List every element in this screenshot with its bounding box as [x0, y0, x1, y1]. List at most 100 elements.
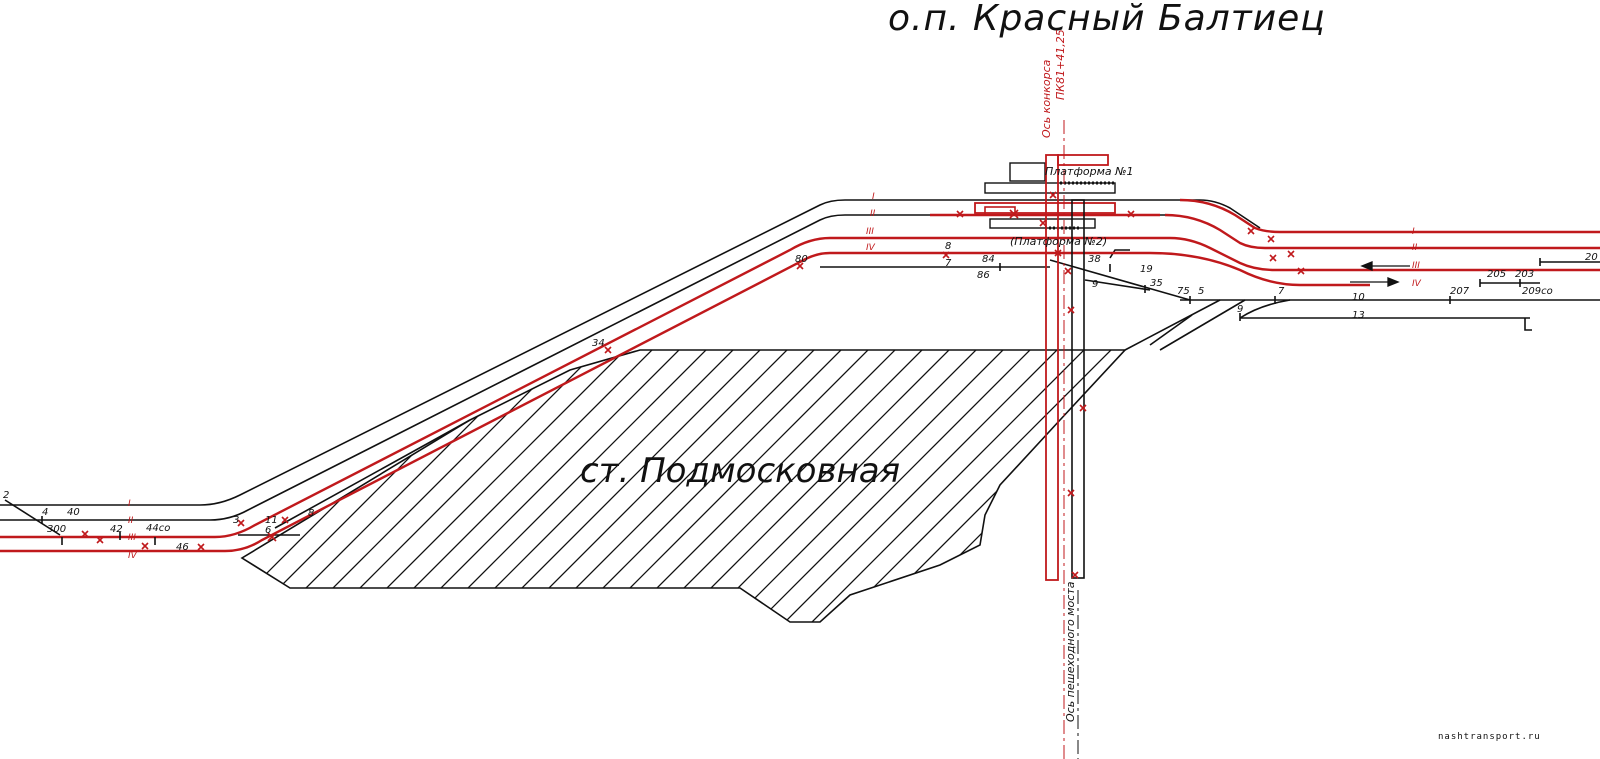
- arrow-right-head: [1387, 277, 1400, 287]
- hatch-line: [874, 350, 1125, 622]
- switch-42: 42: [110, 524, 123, 535]
- switch-34: 34: [592, 338, 605, 349]
- marker: [197, 543, 205, 551]
- switch-9a: 9: [1092, 279, 1098, 290]
- marker: [956, 210, 964, 218]
- marker: [1067, 489, 1075, 497]
- track-I-black: [0, 199, 1261, 506]
- switch-4: 4: [42, 507, 48, 518]
- platform-2-label: (Платформа №2): [1010, 235, 1107, 248]
- switch-207: 207: [1450, 286, 1470, 297]
- mid-track-III: III: [866, 227, 874, 237]
- track-IV-red: [0, 251, 1050, 553]
- marker: [267, 532, 277, 542]
- bridge-black-column: [1071, 199, 1085, 579]
- track-left-cross: [4, 499, 61, 536]
- marker: [1287, 250, 1295, 258]
- platform-1-inner: [1009, 162, 1046, 182]
- marker: [1049, 191, 1057, 199]
- right-track-numbers: I II III IV: [1412, 227, 1422, 289]
- switch-11: 11: [265, 515, 278, 526]
- track-left-spur-2: [274, 419, 471, 529]
- marker: [1071, 571, 1079, 579]
- marker: [604, 346, 612, 354]
- side-track-numbers: 8 7 10 13: [945, 241, 1365, 321]
- switch-6: 6: [265, 525, 271, 536]
- marker: [281, 516, 289, 524]
- marker: [1269, 254, 1277, 262]
- hatch-line: [982, 350, 1125, 622]
- switch-2: 2: [3, 490, 9, 501]
- switch-3: 3: [233, 515, 239, 526]
- marker: [1054, 249, 1062, 257]
- hatch-line: [1253, 340, 1553, 640]
- hatch-line: [955, 350, 1125, 622]
- hatch-line: [739, 350, 1041, 622]
- hatch-line: [280, 350, 582, 622]
- track-10-label: 10: [1352, 292, 1365, 303]
- hatch-line: [712, 350, 1014, 622]
- switch-9b: 9: [1237, 304, 1243, 315]
- track-IV-red-right: [1050, 251, 1370, 287]
- platform-2-box: [989, 218, 1096, 229]
- switch-labels: 2 4 40 300 42 44со 46 3 11 6 8 34 80 84 …: [3, 252, 1598, 553]
- track-III-red: [0, 236, 1370, 539]
- station-title: ст. Подмосковная: [580, 451, 900, 491]
- direction-arrows: [1350, 261, 1410, 287]
- hatch-line: [1280, 340, 1580, 640]
- switch-8: 8: [308, 508, 314, 519]
- concourse-red-head: [1057, 154, 1109, 166]
- hatch-line: [242, 350, 501, 622]
- hatch-line: [1199, 340, 1499, 640]
- track-13-label: 13: [1352, 310, 1365, 321]
- platform-1-label: Платформа №1: [1045, 165, 1134, 178]
- left-track-I: I: [128, 499, 131, 509]
- left-track-II: II: [128, 516, 134, 526]
- left-track-III: III: [128, 533, 136, 543]
- hatch-line: [1172, 340, 1472, 640]
- track-right-fan-2: [1159, 299, 1246, 351]
- mid-track-numbers: I II III IV: [866, 192, 876, 253]
- left-track-IV: IV: [128, 551, 138, 561]
- right-track-IV: IV: [1412, 279, 1422, 289]
- switch-35: 35: [1150, 278, 1163, 289]
- concourse-axis-label-2: ПК81+41,25: [1054, 29, 1067, 100]
- switch-84: 84: [982, 254, 995, 265]
- switch-300: 300: [47, 524, 66, 535]
- switch-38: 38: [1088, 254, 1101, 265]
- hatch-line: [793, 350, 1095, 622]
- hatch-line: [1117, 350, 1125, 622]
- hatch-line: [253, 350, 555, 622]
- hatch-line: [1063, 350, 1125, 622]
- marker: [141, 542, 149, 550]
- marker: [1267, 235, 1275, 243]
- hatch-line: [1145, 340, 1445, 640]
- marker: [796, 262, 804, 270]
- hatch-line: [1036, 350, 1125, 622]
- track-8-label: 8: [945, 241, 951, 252]
- switch-5: 5: [1198, 286, 1204, 297]
- watermark: nashtransport.ru: [1438, 732, 1541, 742]
- switch-44co: 44со: [146, 523, 170, 534]
- track-II-black: [0, 214, 1165, 521]
- bridge-axis-label: Ось пешеходного моста: [1064, 581, 1077, 722]
- stop-title: о.п. Красный Балтиец: [888, 0, 1326, 39]
- switch-205: 205: [1487, 269, 1506, 280]
- right-track-III: III: [1412, 261, 1420, 271]
- switch-46: 46: [176, 542, 189, 553]
- marker: [1297, 267, 1305, 275]
- mid-track-I: I: [872, 192, 875, 202]
- switch-markers: [81, 191, 1305, 579]
- track-7-branch: [1049, 259, 1191, 301]
- marker: [96, 536, 104, 544]
- mid-track-II: II: [870, 209, 876, 219]
- marker: [1067, 306, 1075, 314]
- switch-40: 40: [67, 507, 80, 518]
- track-right-spur-3: [1524, 318, 1532, 331]
- switch-ticks: [41, 258, 1541, 545]
- platform-red-1: [974, 202, 1116, 214]
- hatch-line: [1009, 350, 1125, 622]
- station-area-outline: [240, 349, 1127, 623]
- track-right-fan-1: [1124, 299, 1221, 351]
